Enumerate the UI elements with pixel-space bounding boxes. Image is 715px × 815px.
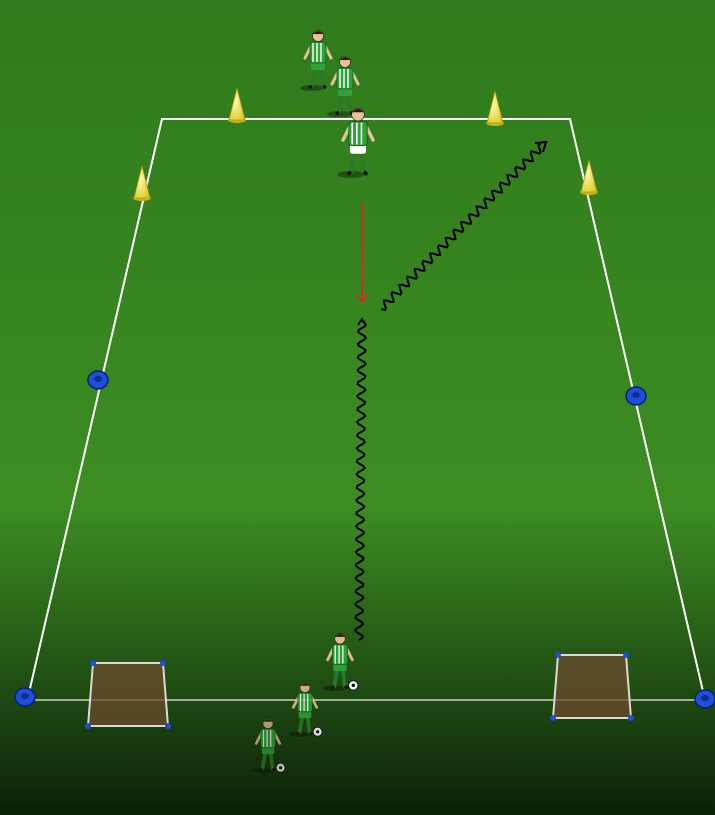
disc-marker [14, 687, 36, 707]
dribble-arrowhead [357, 317, 367, 326]
player [327, 56, 360, 117]
cone [486, 90, 504, 126]
player [337, 107, 375, 178]
player [288, 682, 323, 738]
disc-marker [625, 386, 647, 406]
dribble-arrow [380, 142, 542, 312]
disc-marker [694, 689, 715, 709]
player [300, 30, 333, 91]
dribble-arrowhead [534, 140, 548, 153]
mini-goal-left [85, 660, 171, 729]
cone [133, 165, 151, 201]
field-boundary [27, 118, 706, 701]
player [322, 633, 359, 692]
cone [228, 87, 246, 123]
player [251, 718, 286, 774]
dribble-arrow [353, 321, 368, 641]
run-arrowhead [356, 293, 368, 304]
mini-goal-right [550, 652, 634, 721]
cone [580, 159, 598, 195]
disc-marker [87, 370, 109, 390]
